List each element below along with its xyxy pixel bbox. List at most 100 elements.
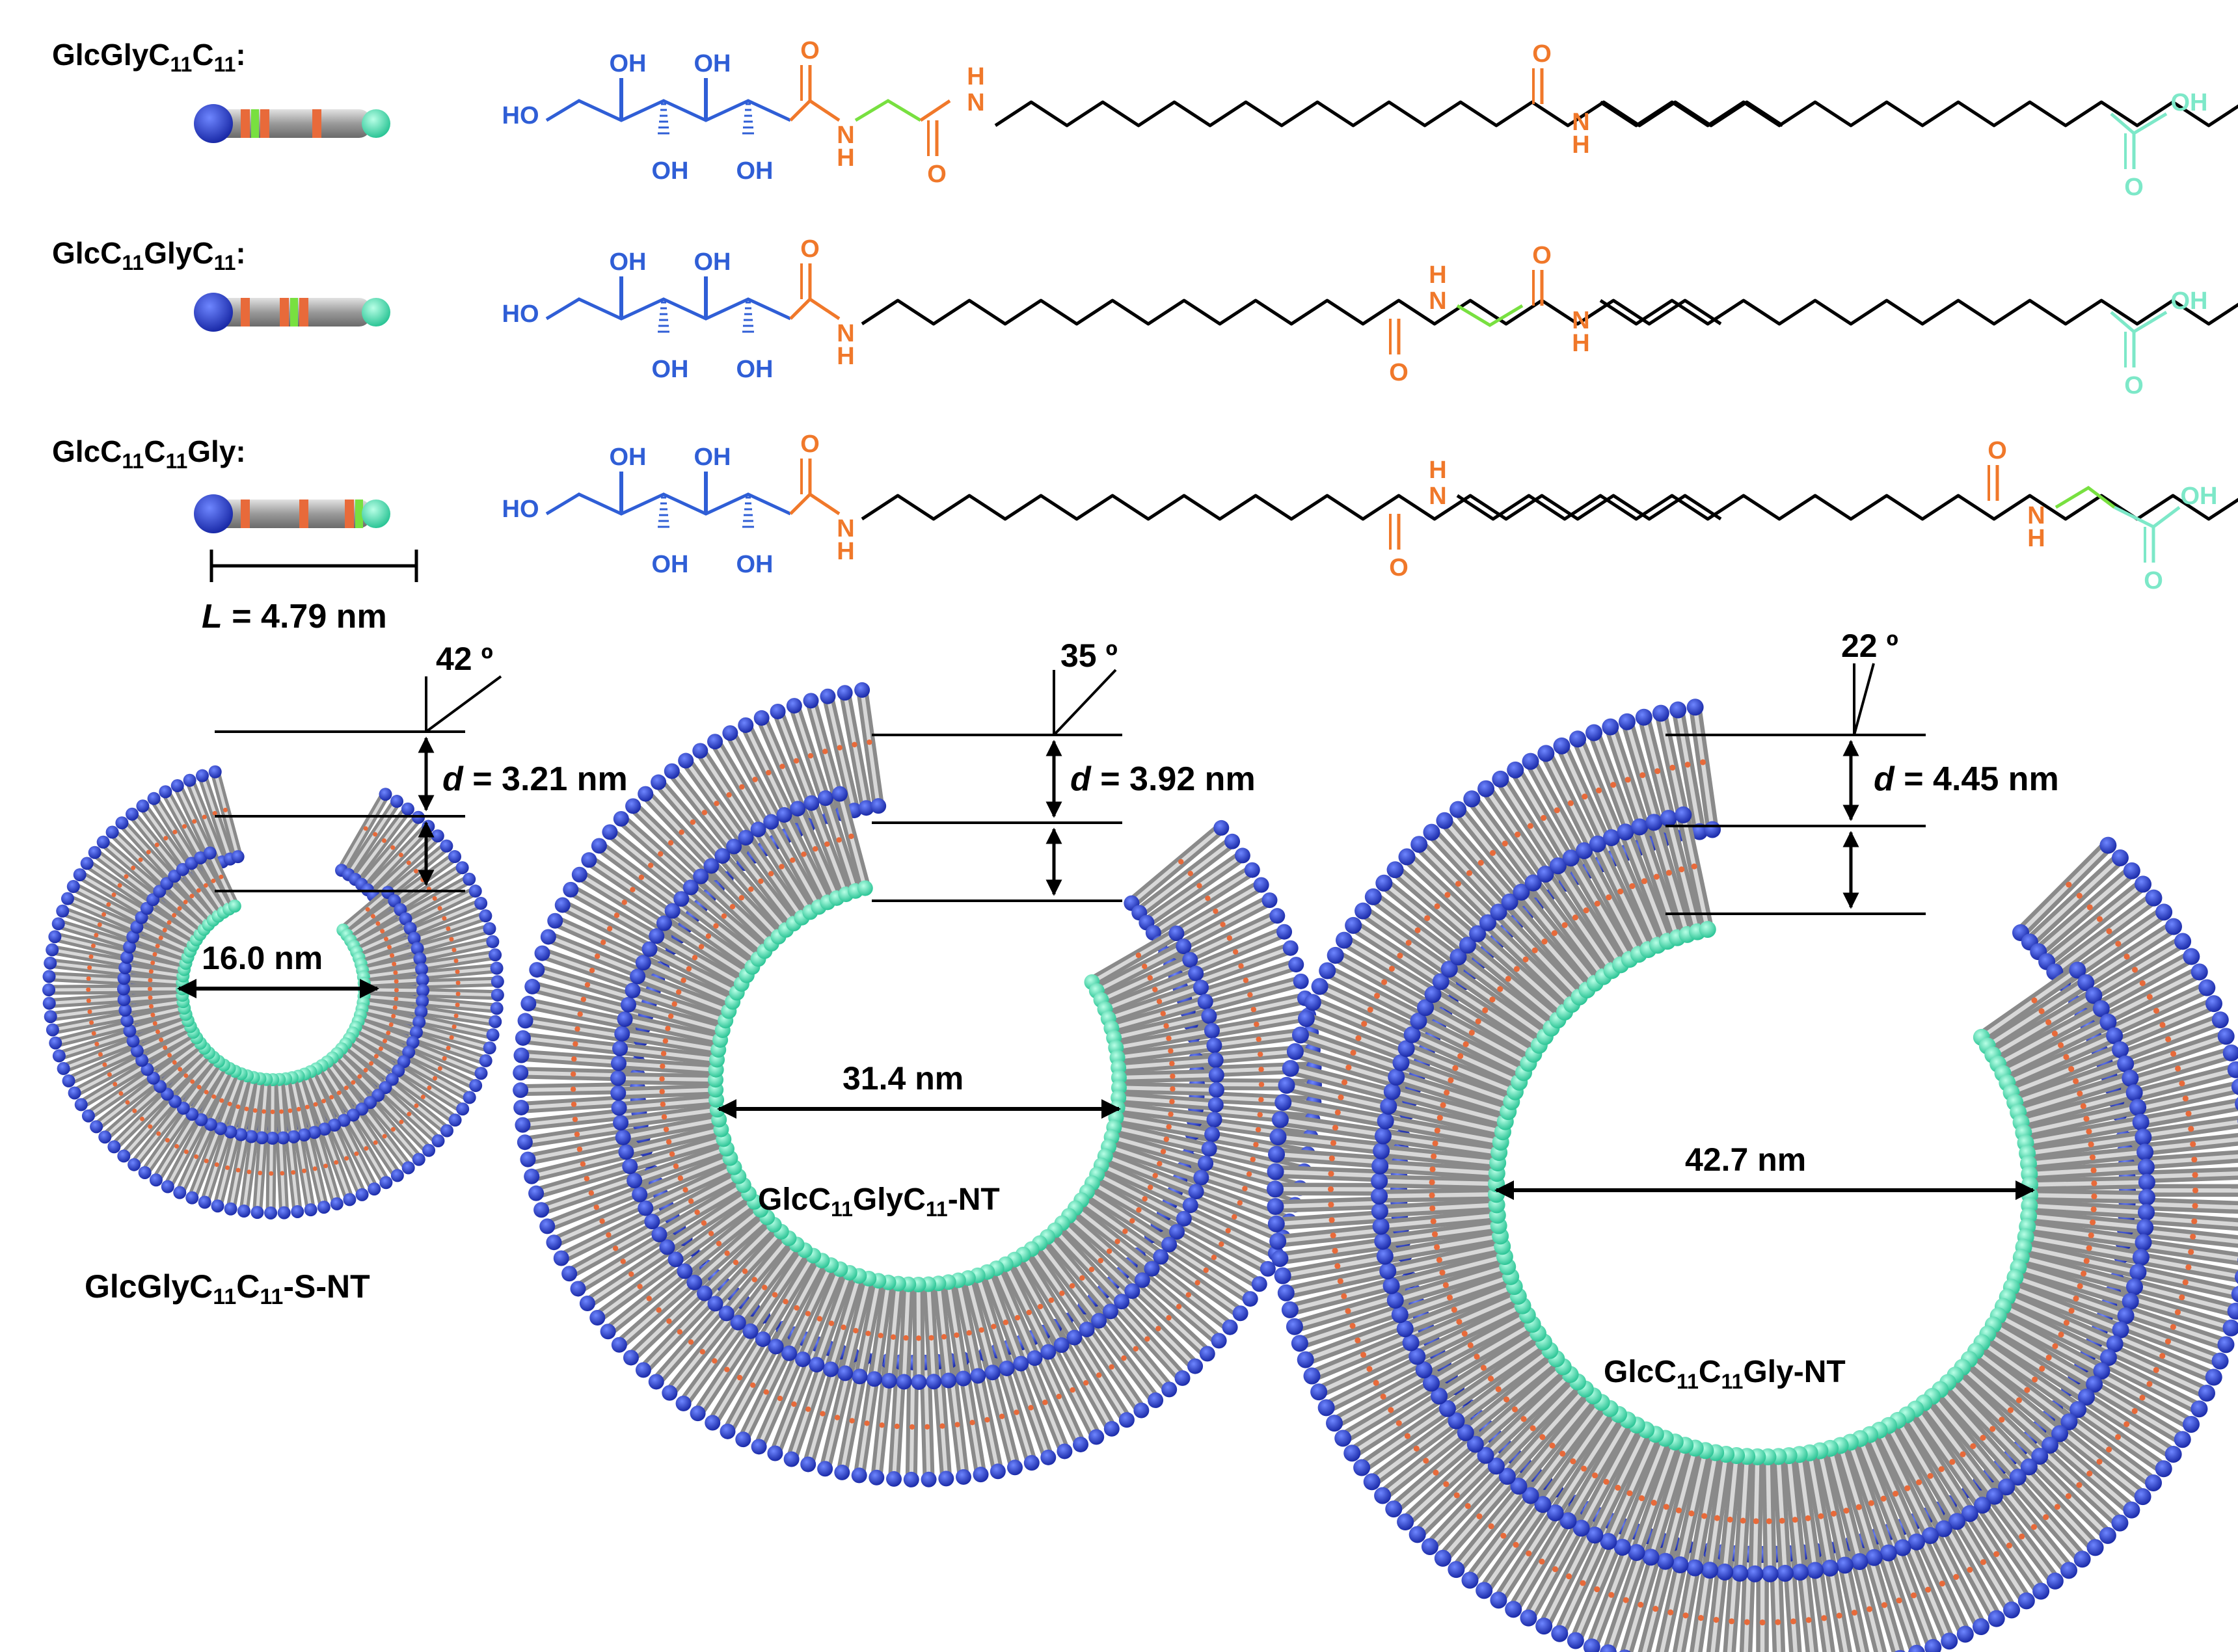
head-group <box>866 1371 882 1387</box>
lipid-rod-highlight <box>902 1284 911 1382</box>
amide-band <box>2081 1270 2087 1277</box>
lipid-rod-highlight <box>956 1279 980 1377</box>
amide-band <box>1830 1510 1837 1517</box>
lipid-rod-highlight <box>314 1068 345 1121</box>
lipid-rod-highlight <box>1623 831 1670 942</box>
lipid-rod-highlight <box>634 1147 727 1182</box>
head-group <box>416 983 429 997</box>
amide-band <box>574 1131 580 1138</box>
head-group <box>2060 1562 2078 1579</box>
head-group <box>2138 1173 2155 1191</box>
amide-band <box>2188 1249 2194 1255</box>
lipid-rod-highlight <box>1118 1095 1216 1107</box>
lipid-rod-highlight <box>1827 1448 1862 1562</box>
lipid-rod-highlight <box>1505 1387 1587 1478</box>
amide-band <box>666 1318 672 1324</box>
atom-oh: OH <box>610 444 647 471</box>
head-group <box>2231 1286 2238 1303</box>
amide-band <box>805 1406 811 1412</box>
amide-band <box>1925 1586 1932 1593</box>
amide-band <box>453 1013 459 1019</box>
atom-oh: OH <box>736 551 774 578</box>
amide-band <box>2191 1218 2198 1225</box>
lipid-rod-highlight <box>349 908 401 942</box>
amide-band <box>589 967 595 974</box>
amide-band <box>1566 1573 1572 1580</box>
head-group <box>1922 1527 1939 1545</box>
amide-band <box>1122 1229 1128 1234</box>
lipid-rod-highlight <box>353 917 407 948</box>
amide-band <box>183 899 188 905</box>
amide-band <box>2139 980 2146 987</box>
head-group <box>1731 1564 1749 1582</box>
head-group <box>407 931 421 945</box>
head-group <box>431 1134 445 1148</box>
lipid-rod-highlight <box>132 1019 189 1043</box>
amide-band <box>1405 940 1412 946</box>
lipid-rod-highlight <box>1466 943 1559 1022</box>
amide-band <box>909 1424 915 1430</box>
head-group <box>1161 1381 1178 1398</box>
amide-band <box>573 1041 578 1047</box>
amide-band <box>148 995 153 1000</box>
amide-band <box>1651 1500 1657 1506</box>
head-group <box>677 1263 693 1279</box>
amide-band <box>613 913 620 918</box>
bond-chain <box>861 494 1722 521</box>
lipid-rod-highlight <box>2028 1150 2146 1166</box>
head-group <box>455 861 469 875</box>
head-group <box>2086 1376 2103 1393</box>
lipid-rod-highlight <box>1152 868 1254 935</box>
atom-oh: OH <box>610 248 647 276</box>
atom-o: O <box>1389 359 1409 386</box>
lipid-rod-highlight <box>1930 1394 2008 1489</box>
head-group <box>304 1203 317 1217</box>
amide-band <box>390 845 396 850</box>
lipid-rod-highlight <box>1997 1314 2103 1373</box>
amide-band <box>1554 807 1560 814</box>
lipid-rod-highlight <box>1776 1456 1788 1574</box>
amide-band <box>1960 1451 1966 1458</box>
lipid-rod-highlight <box>126 1006 185 1022</box>
amide-band <box>761 1285 768 1290</box>
atom-n: N <box>1572 109 1589 136</box>
lipid-rod-highlight <box>1113 1125 1210 1151</box>
amide-band <box>772 1292 778 1298</box>
lipid-rod-highlight <box>801 1268 843 1361</box>
lipid-rod-highlight <box>146 907 198 942</box>
amide-band <box>155 1029 161 1034</box>
head-group <box>1498 1467 1516 1485</box>
head-group <box>610 1055 627 1071</box>
head-group <box>1383 1083 1401 1100</box>
lipid-rod-highlight <box>355 1026 410 1054</box>
lipid-rod-highlight <box>362 1001 422 1013</box>
amide-band <box>966 1330 972 1336</box>
amide-band <box>822 749 828 754</box>
head-group <box>440 839 453 853</box>
amide-band <box>1505 976 1511 982</box>
amide-band <box>452 948 457 953</box>
lipid-rod-highlight <box>736 1243 798 1324</box>
lipid-rod-highlight <box>1606 1433 1658 1543</box>
lipid-rod-highlight <box>2029 1165 2147 1177</box>
amide-band <box>159 1037 164 1043</box>
amide-band <box>1361 1020 1368 1027</box>
lipid-rod-highlight <box>1382 1223 1500 1244</box>
lipid-rod-highlight <box>357 1020 414 1045</box>
lipid-rod-highlight <box>1508 900 1589 992</box>
amide-band <box>2076 1482 2083 1488</box>
head-group <box>611 1100 627 1116</box>
head-group <box>422 819 435 833</box>
head-group <box>726 838 742 855</box>
amide-band <box>659 1076 665 1082</box>
head-group <box>1421 1538 1438 1555</box>
amide-band <box>323 1164 329 1169</box>
amide-band <box>1338 1094 1344 1100</box>
head-group <box>540 929 556 945</box>
amide-band <box>288 1108 293 1113</box>
atom-oh: OH <box>694 248 731 276</box>
lipid-rod-highlight <box>628 1002 723 1032</box>
molecule-name-2: GlcC11GlyC11: <box>52 236 246 274</box>
head-group <box>803 693 819 709</box>
